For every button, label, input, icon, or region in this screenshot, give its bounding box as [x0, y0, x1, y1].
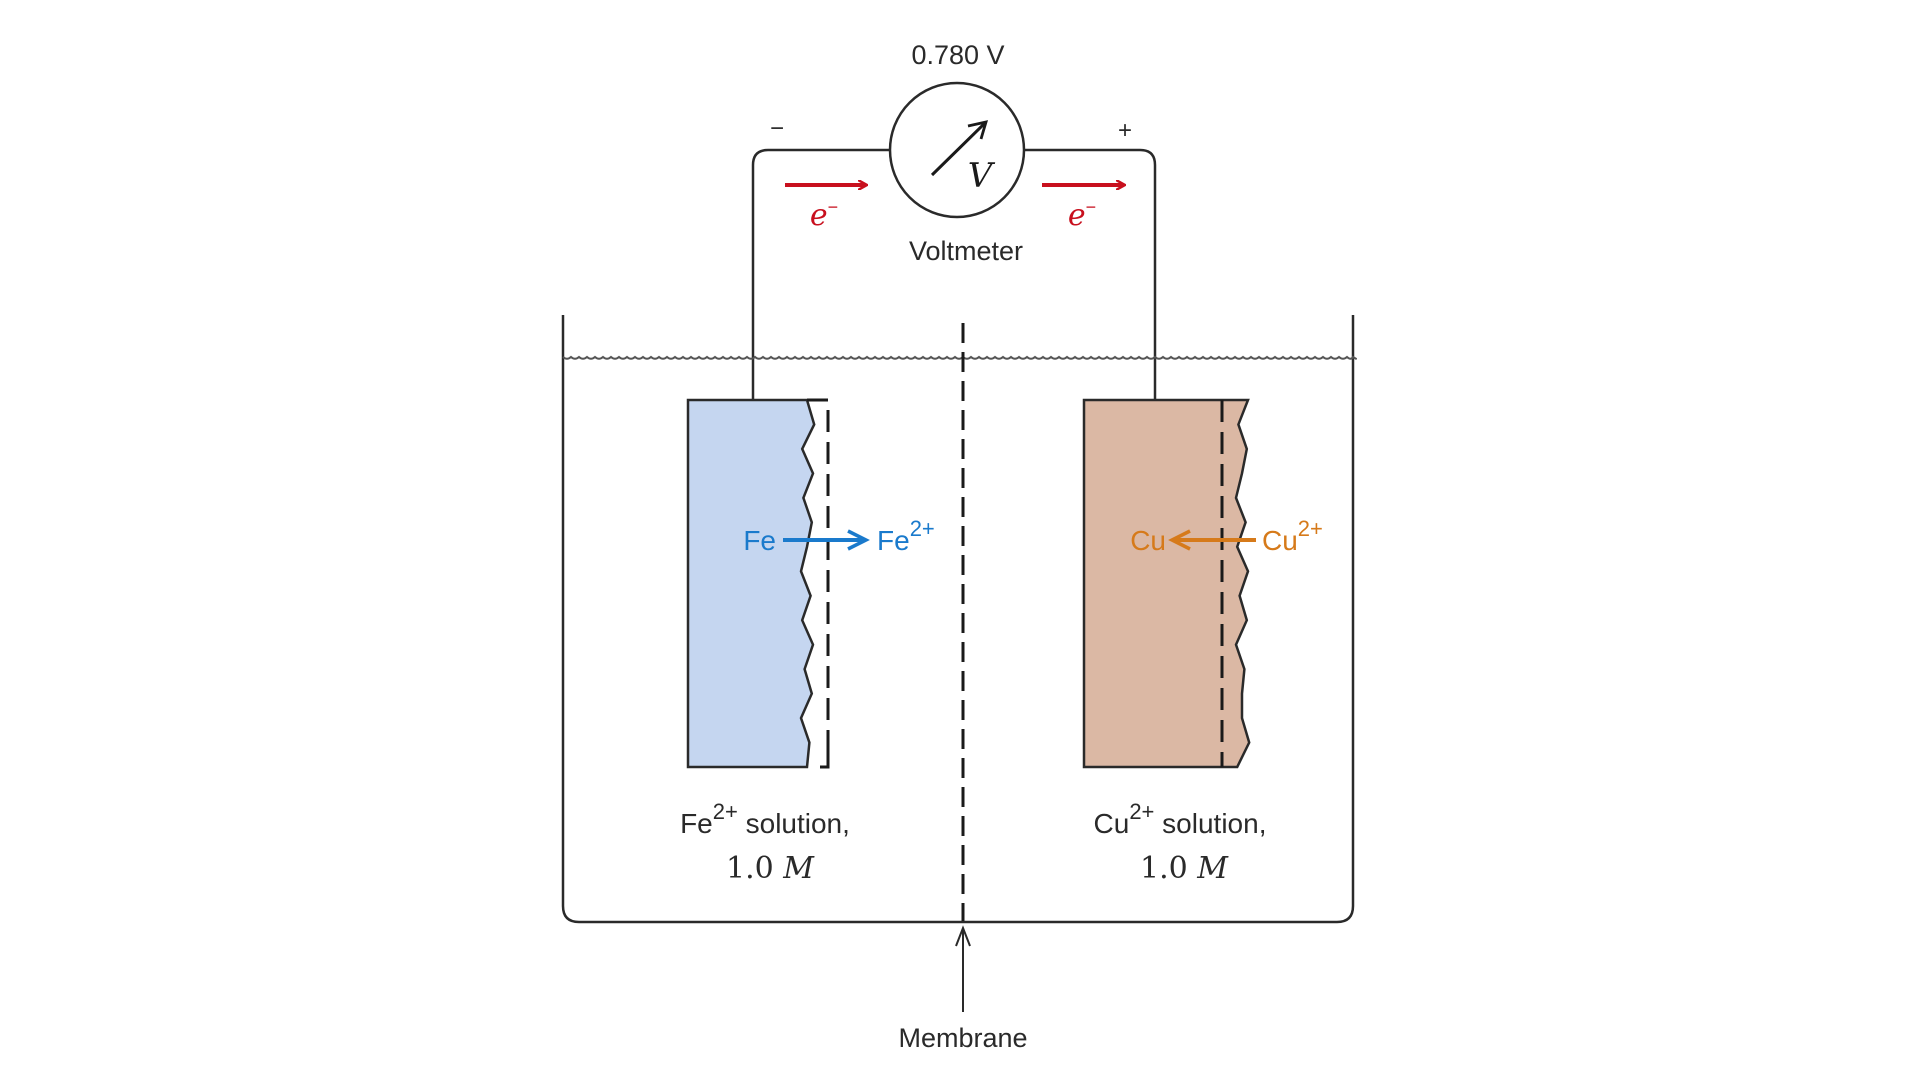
cu-arrowhead-icon: [1168, 529, 1191, 551]
cu-metal-label: Cu: [1130, 525, 1166, 556]
fe-oxidation-reaction: Fe Fe2+: [743, 516, 934, 556]
bath-container: [561, 315, 1355, 924]
fe-electrode: [686, 398, 816, 769]
cu-electrode: [1082, 398, 1251, 769]
fe-solution-label: Fe2+ solution,: [680, 799, 850, 839]
wire-right: [1024, 148, 1157, 400]
fe-dissolution-boundary: [807, 398, 830, 769]
fe-bottom-bracket: [820, 752, 830, 769]
cu-ion-label: Cu2+: [1262, 516, 1323, 556]
fe-arrowhead-icon: [847, 529, 870, 551]
needle-arrowhead-icon: [967, 120, 989, 140]
fe-ion-label: Fe2+: [877, 516, 935, 556]
membrane-label: Membrane: [898, 1023, 1027, 1053]
voltmeter-symbol: V: [968, 156, 996, 196]
cu-reduction-reaction: Cu Cu2+: [1130, 516, 1323, 556]
membrane-pointer-arrowhead-icon: [955, 925, 971, 947]
cu-concentration-label: 1.0 M: [1140, 851, 1229, 886]
fe-metal-label: Fe: [743, 525, 776, 556]
positive-terminal-sign: +: [1118, 117, 1132, 144]
voltmeter-label: Voltmeter: [909, 236, 1023, 266]
negative-terminal-sign: −: [770, 115, 784, 142]
electron-label-left: e−: [810, 197, 838, 233]
fe-concentration-label: 1.0 M: [726, 851, 815, 886]
voltmeter: V: [888, 81, 1026, 219]
wire-left: [751, 148, 890, 400]
voltage-reading: 0.780 V: [911, 40, 1004, 70]
water-surface: [562, 355, 1357, 360]
voltmeter-needle-icon: [930, 122, 986, 177]
electron-label-right: e−: [1068, 197, 1096, 233]
cu-solution-label: Cu2+ solution,: [1094, 799, 1267, 839]
